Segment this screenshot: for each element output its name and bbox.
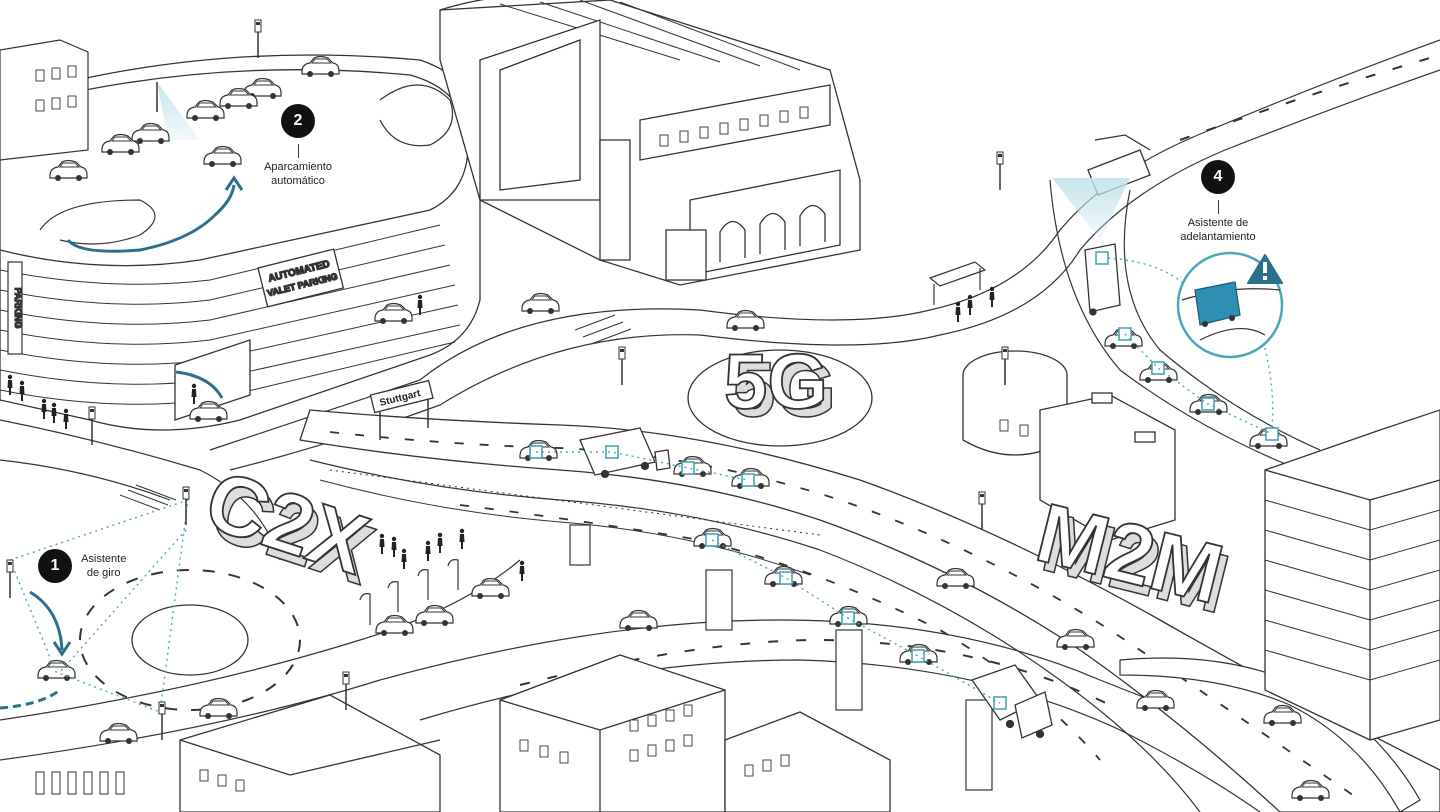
callout-badge-1: 1	[38, 549, 72, 583]
turn-assist-arrow	[29, 590, 64, 651]
callout-2-line2: automático	[271, 175, 325, 187]
roundabout	[79, 569, 301, 711]
c2x-letters: C2X	[195, 452, 379, 592]
truck-sensor-beam	[1052, 178, 1130, 240]
crosswalks	[35, 314, 632, 795]
5g-installation: 5G 5G	[687, 336, 873, 447]
bus-stop	[928, 261, 987, 305]
bottom-center-tower	[499, 654, 726, 812]
m2m-building	[962, 350, 1176, 541]
turn-assist-path	[0, 688, 61, 710]
flyover-truck-bottom	[970, 664, 1053, 739]
communication-lines	[9, 257, 1274, 713]
bottom-right-building	[724, 711, 891, 812]
callout-auto-parking: 2 Aparcamiento automático	[256, 104, 340, 188]
turn-assist-arrow-head	[52, 641, 72, 657]
apartment-tower-right	[1264, 409, 1440, 741]
callout-2-line1: Aparcamiento	[264, 161, 332, 173]
parking-sign: PARKING	[13, 288, 23, 329]
callout-turn-assist: 1 Asistente de giro	[38, 549, 126, 583]
c2x-installation: C2X C2X	[194, 451, 385, 603]
callout-1-line2: de giro	[86, 567, 121, 579]
callout-badge-2: 2	[281, 104, 315, 138]
5g-letters: 5G	[724, 337, 828, 425]
building-top-left	[0, 39, 89, 161]
museum-building	[439, 0, 861, 286]
charging-station	[359, 559, 459, 625]
garage-exit-arrow	[175, 370, 224, 399]
callout-4-line2: adelantamiento	[1180, 231, 1256, 243]
callout-overtake-assist: 4 Asistente de adelantamiento	[1170, 160, 1266, 244]
stuttgart-sign: Stuttgart	[369, 379, 434, 440]
lane-markings	[519, 54, 1440, 706]
bus	[1084, 243, 1121, 316]
bottom-left-building	[179, 694, 441, 812]
callout-badge-4: 4	[1201, 160, 1235, 194]
callout-4-line1: Asistente de	[1187, 217, 1249, 229]
5g-letters-shadow: 5G	[732, 345, 836, 433]
callout-1-line1: Asistente	[81, 553, 127, 565]
warning-icon	[1247, 254, 1283, 284]
